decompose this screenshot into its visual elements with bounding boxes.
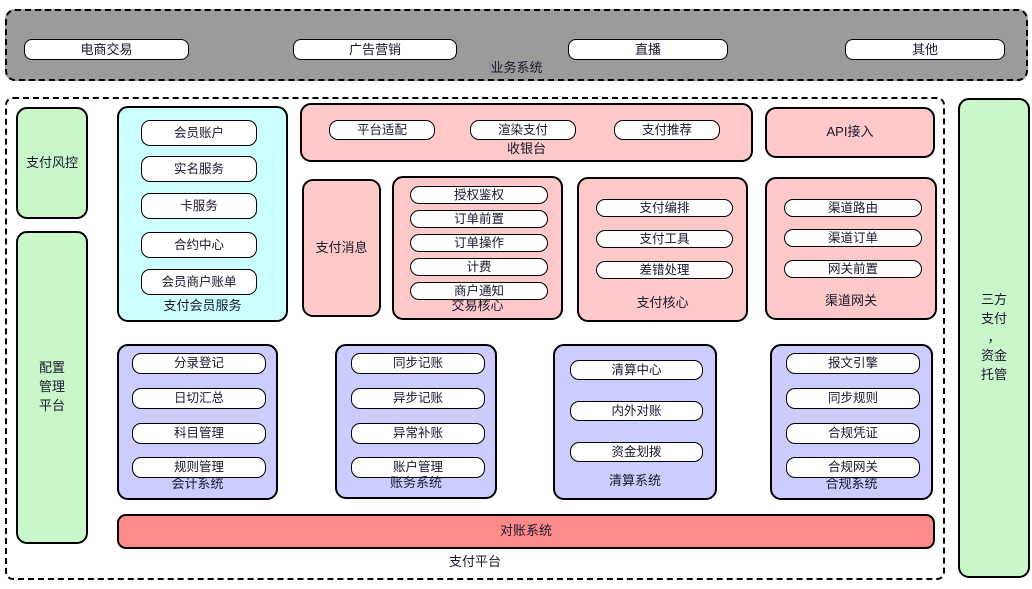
panel-ledger-system: 同步记账 异步记账 异常补账 账户管理 账务系统 — [335, 344, 497, 499]
node-compliance-voucher: 合规凭证 — [786, 423, 920, 444]
node-payment-recommendation: 支付推荐 — [614, 120, 720, 140]
node-error-handling: 差错处理 — [596, 261, 733, 279]
node-sync-rules: 同步规则 — [786, 388, 920, 409]
panel-compliance-system: 报文引擎 同步规则 合规凭证 合规网关 合规系统 — [770, 344, 933, 500]
cashier-label: 收银台 — [506, 141, 546, 156]
node-entry-registration: 分录登记 — [132, 353, 266, 374]
node-exception-补账: 异常补账 — [351, 423, 485, 444]
panel-clearing-system: 清算中心 内外对账 资金划拨 清算系统 — [553, 344, 717, 500]
business-systems-band: 电商交易 广告营销 直播 其他 业务系统 — [5, 9, 1028, 81]
payment-platform-label: 支付平台 — [448, 554, 501, 569]
node-ad-marketing: 广告营销 — [293, 39, 457, 60]
node-platform-adaptation: 平台适配 — [329, 120, 435, 140]
node-order-preposition: 订单前置 — [410, 210, 548, 228]
node-rule-management: 规则管理 — [132, 457, 266, 478]
node-subject-management: 科目管理 — [132, 423, 266, 444]
node-account-management: 账户管理 — [351, 457, 485, 478]
node-billing: 计费 — [410, 258, 548, 276]
node-render-payment: 渲染支付 — [470, 120, 576, 140]
panel-config-management-platform: 配置 管理 平台 — [16, 231, 88, 544]
panel-cashier: 平台适配 渲染支付 支付推荐 收银台 — [300, 103, 753, 162]
transaction-core-label: 交易核心 — [451, 298, 504, 313]
node-async-bookkeeping: 异步记账 — [351, 388, 485, 409]
node-card-service: 卡服务 — [141, 193, 257, 219]
node-daily-cutoff-summary: 日切汇总 — [132, 388, 266, 409]
node-payment-orchestration: 支付编排 — [596, 199, 733, 217]
node-livestream: 直播 — [568, 39, 728, 60]
node-channel-routing: 渠道路由 — [784, 199, 922, 217]
node-fund-transfer: 资金划拨 — [570, 442, 703, 462]
node-other: 其他 — [845, 39, 1005, 60]
node-ecommerce: 电商交易 — [24, 39, 189, 60]
node-message-engine: 报文引擎 — [786, 353, 920, 374]
node-sync-bookkeeping: 同步记账 — [351, 353, 485, 374]
node-clearing-center: 清算中心 — [570, 360, 703, 380]
panel-api-access: API接入 — [765, 107, 935, 158]
node-contract-center: 合约中心 — [141, 232, 257, 258]
node-merchant-notification: 商户通知 — [410, 282, 548, 300]
panel-third-party-custody: 三方 支付 ， 资金 托管 — [958, 98, 1030, 578]
node-gateway-preposition: 网关前置 — [784, 260, 922, 278]
panel-channel-gateway: 渠道路由 渠道订单 网关前置 渠道网关 — [765, 177, 937, 320]
node-auth-authentication: 授权鉴权 — [410, 186, 548, 204]
node-payment-tools: 支付工具 — [596, 230, 733, 248]
ledger-system-label: 账务系统 — [389, 475, 442, 490]
node-order-operation: 订单操作 — [410, 234, 548, 252]
node-realname-service: 实名服务 — [141, 156, 257, 182]
panel-payment-core: 支付编排 支付工具 差错处理 支付核心 — [577, 177, 748, 322]
node-member-account: 会员账户 — [141, 120, 257, 146]
member-services-label: 支付会员服务 — [163, 298, 242, 313]
payment-platform-container: 支付平台 — [5, 97, 945, 580]
node-channel-order: 渠道订单 — [784, 229, 922, 247]
accounting-system-label: 会计系统 — [171, 476, 224, 491]
panel-payment-message: 支付消息 — [302, 179, 381, 317]
panel-transaction-core: 授权鉴权 订单前置 订单操作 计费 商户通知 交易核心 — [392, 176, 563, 320]
panel-risk-control: 支付风控 — [16, 107, 88, 219]
node-member-merchant-bill: 会员商户账单 — [141, 269, 257, 295]
clearing-system-label: 清算系统 — [608, 473, 661, 488]
panel-accounting-system: 分录登记 日切汇总 科目管理 规则管理 会计系统 — [117, 344, 278, 500]
panel-member-services: 会员账户 实名服务 卡服务 合约中心 会员商户账单 支付会员服务 — [117, 106, 288, 322]
panel-reconciliation-system: 对账系统 — [117, 514, 935, 549]
node-compliance-gateway: 合规网关 — [786, 457, 920, 478]
business-band-label: 业务系统 — [490, 60, 543, 75]
payment-core-label: 支付核心 — [636, 295, 689, 310]
compliance-system-label: 合规系统 — [825, 476, 878, 491]
channel-gateway-label: 渠道网关 — [824, 293, 877, 308]
node-internal-external-reconciliation: 内外对账 — [570, 401, 703, 421]
